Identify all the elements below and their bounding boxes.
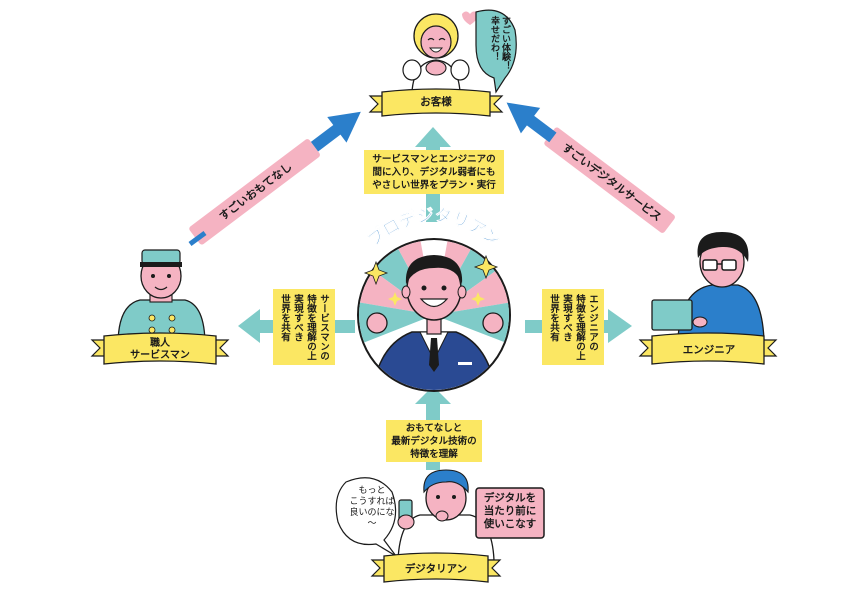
digitalian-label: デジタリアン <box>404 563 468 575</box>
right-diagonal-label: すごいデジタルサービス <box>560 140 665 224</box>
ribbon-serviceman <box>90 332 230 365</box>
ribbon-digitalian <box>370 552 502 583</box>
customer-figure <box>402 11 478 93</box>
engineer-figure <box>651 232 765 341</box>
engineer-label: エンジニア <box>682 344 736 356</box>
note-right: エンジニアの 特徴を理解の上 実現すべき 世界を共有 <box>542 289 604 365</box>
digitalian-bubble-text: もっと こうすれば 良いのにな～ <box>349 486 395 529</box>
note-top: サービスマンとエンジニアの 間に入り、デジタル弱者にも やさしい世界をプラン・実… <box>364 150 504 194</box>
note-bottom: おもてなしと 最新デジタル技術の 特徴を理解 <box>386 420 482 462</box>
center-figure <box>357 238 511 392</box>
customer-bubble-text: すごい体験！ 幸せだわ！ <box>489 16 510 70</box>
right-diagonal-arrow: すごいデジタルサービス <box>506 102 675 233</box>
digital-sign-text: デジタルを 当たり前に 使いこなす <box>483 492 537 530</box>
note-left: サービスマンの 特徴を理解の上 実現すべき 世界を共有 <box>273 289 335 365</box>
customer-speech-bubble <box>475 9 517 94</box>
customer-label: お客様 <box>420 96 452 108</box>
digitalian-figure <box>397 469 495 561</box>
left-diagonal-arrow: すごいおもてなし <box>188 111 361 247</box>
serviceman-figure <box>117 249 206 346</box>
ribbon-engineer <box>638 332 778 365</box>
digital-sign <box>475 487 545 539</box>
serviceman-label: 職人 サービスマン <box>130 338 190 361</box>
left-diagonal-label: すごいおもてなし <box>216 159 294 223</box>
ribbon-customer <box>368 88 504 117</box>
